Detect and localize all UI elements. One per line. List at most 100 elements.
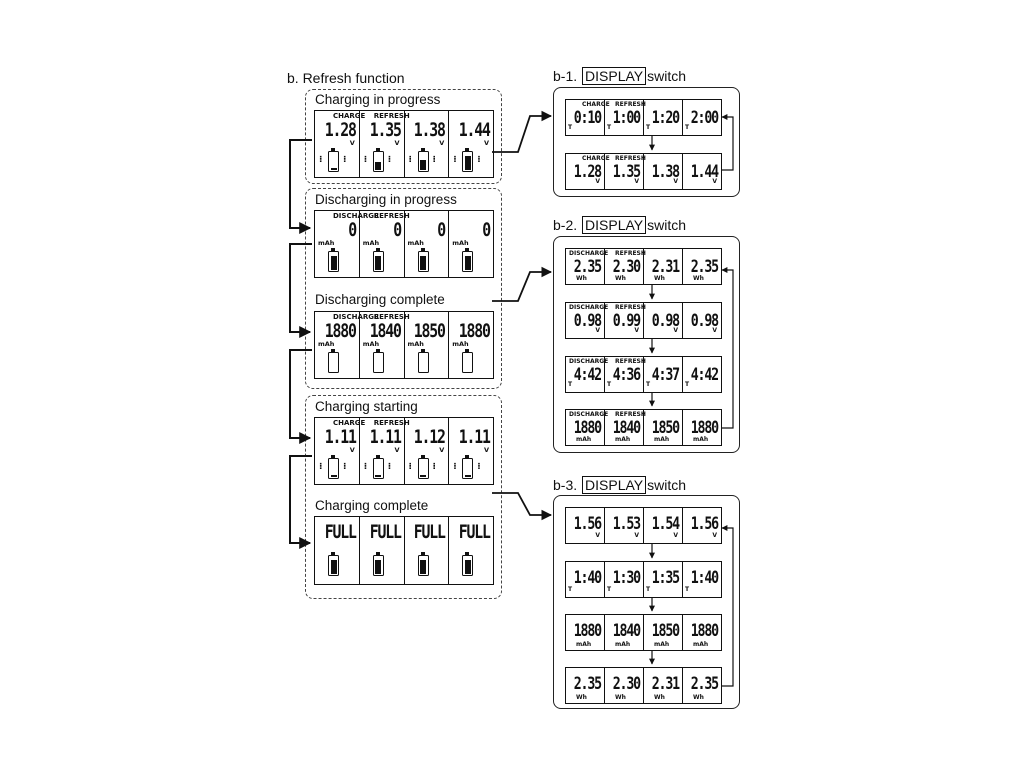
diagram-heading: b. Refresh function bbox=[287, 70, 405, 86]
lcd-value: 0.99 bbox=[612, 311, 641, 331]
lcd-value: 0.98 bbox=[651, 311, 680, 331]
lcd-value: 1.56 bbox=[573, 514, 602, 534]
battery-level bbox=[420, 159, 426, 170]
lcd-value: 2:00 bbox=[690, 108, 719, 128]
refresh-label: REFRESH bbox=[615, 411, 646, 418]
unit-label: mAh bbox=[452, 239, 469, 247]
mode-label: DISCHARGE bbox=[569, 358, 609, 365]
unit-label: V bbox=[483, 446, 489, 454]
battery-level bbox=[464, 474, 471, 477]
mode-label: DISCHARGE bbox=[569, 304, 609, 311]
mode-label: CHARGE bbox=[582, 155, 610, 162]
lcd-value: 1.11 bbox=[458, 426, 491, 448]
lcd-value: 1.44 bbox=[458, 119, 491, 141]
unit-label: V bbox=[673, 178, 678, 185]
battery-icon bbox=[372, 248, 384, 272]
refresh-label: REFRESH bbox=[615, 250, 646, 257]
lcd-value: 1880 bbox=[690, 418, 719, 438]
unit-label: T bbox=[607, 586, 612, 593]
lcd-value: 1850 bbox=[414, 320, 446, 342]
charging-indicator-icon: ⁝ bbox=[408, 462, 412, 472]
battery-level bbox=[375, 559, 382, 574]
lcd-value: 1:30 bbox=[612, 568, 641, 588]
unit-label: mAh bbox=[654, 436, 670, 443]
battery-icon bbox=[417, 552, 429, 576]
stage-label-discharging-complete: Discharging complete bbox=[315, 292, 445, 307]
panel-prefix: b-1. bbox=[553, 68, 578, 84]
battery-level bbox=[464, 155, 471, 170]
refresh-label: REFRESH bbox=[615, 358, 646, 365]
charging-indicator-icon: ⁝ bbox=[453, 462, 457, 472]
lcd-value: 0 bbox=[437, 219, 446, 241]
lcd-cell: FULL bbox=[448, 517, 493, 584]
battery-level bbox=[330, 559, 337, 574]
battery-icon bbox=[372, 455, 384, 479]
panel-b1 bbox=[553, 87, 740, 197]
mode-label: DISCHARGE bbox=[333, 313, 379, 321]
lcd-value: 0 bbox=[347, 219, 357, 241]
battery-level bbox=[420, 559, 426, 574]
refresh-label: REFRESH bbox=[615, 304, 646, 311]
to-panel-b1-arrow bbox=[492, 110, 553, 153]
battery-level bbox=[464, 559, 471, 574]
stage-label-discharging-in-progress: Discharging in progress bbox=[315, 192, 457, 207]
lcd-value: 1850 bbox=[651, 621, 680, 641]
battery-level bbox=[375, 474, 382, 477]
battery-icon bbox=[462, 248, 474, 272]
mode-label: CHARGE bbox=[333, 419, 366, 427]
lcd-value: 4:36 bbox=[612, 365, 641, 385]
charging-indicator-icon: ⁝ bbox=[432, 155, 436, 165]
lcd-value: 1.28 bbox=[324, 119, 357, 141]
charging-indicator-icon: ⁝ bbox=[319, 462, 323, 472]
panel-suffix: switch bbox=[647, 68, 687, 84]
unit-label: V bbox=[673, 532, 678, 539]
flow-arrow-4 bbox=[289, 455, 312, 549]
unit-label: T bbox=[607, 381, 612, 388]
lcd-value: 1880 bbox=[573, 621, 602, 641]
lcd-value: 0.98 bbox=[690, 311, 719, 331]
lcd-value: 1.38 bbox=[651, 162, 680, 182]
lcd-value: 1880 bbox=[324, 320, 357, 342]
unit-label: mAh bbox=[318, 239, 335, 247]
unit-label: V bbox=[634, 327, 639, 334]
panel-prefix: b-2. bbox=[553, 217, 578, 233]
unit-label: mAh bbox=[362, 340, 380, 348]
charging-indicator-icon: ⁝ bbox=[387, 462, 392, 472]
lcd-value: 0.98 bbox=[573, 311, 602, 331]
battery-level bbox=[464, 255, 471, 270]
unit-label: V bbox=[712, 532, 717, 539]
unit-label: T bbox=[685, 381, 690, 388]
